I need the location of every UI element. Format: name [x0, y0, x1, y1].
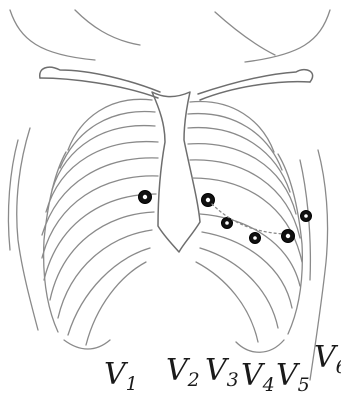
lead-label-v1: V1	[104, 360, 138, 394]
lead-label-v5: V5	[276, 361, 310, 395]
costal-margin	[64, 340, 284, 352]
lead-label-v2: V2	[166, 356, 200, 390]
electrode-v3	[222, 218, 233, 229]
lead-label-v3: V3	[205, 356, 239, 390]
electrode-v5	[282, 230, 295, 243]
neck-shoulder-outline	[10, 10, 330, 62]
sternum	[152, 92, 200, 252]
left-ribs	[8, 99, 158, 345]
electrode-v1	[139, 191, 152, 204]
electrode-v6	[301, 211, 312, 222]
lead-label-v4: V4	[241, 361, 275, 395]
lead-label-v6: V6	[314, 343, 341, 377]
electrode-v4	[250, 233, 261, 244]
clavicles	[40, 67, 313, 100]
